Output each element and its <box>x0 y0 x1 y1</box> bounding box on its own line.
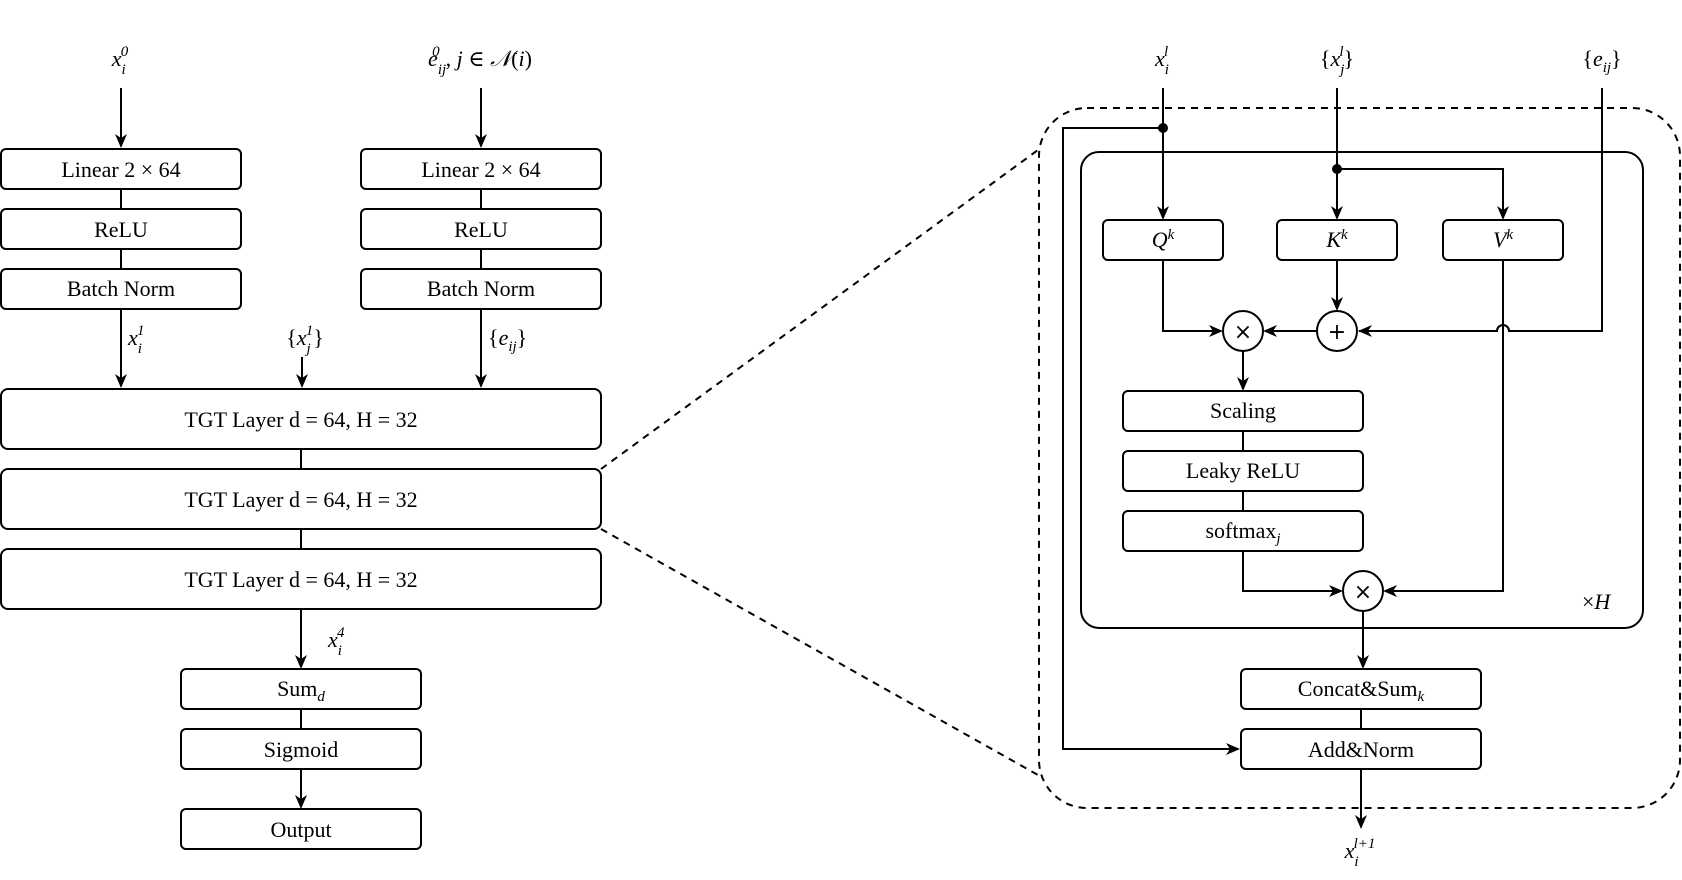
output-head: Sumd Sigmoid Output <box>180 668 422 850</box>
value-input-arrow <box>1337 168 1509 220</box>
softmax-label: softmaxj <box>1205 518 1280 547</box>
query-label: Qk <box>1152 227 1175 252</box>
detail-edge-input-label: {eij} <box>1582 46 1621 76</box>
tgt-layer-2-label: TGT Layer d = 64, H = 32 <box>184 487 417 512</box>
sigmoid-label: Sigmoid <box>264 737 339 762</box>
detail-node-input-label: xil <box>1154 44 1169 78</box>
zoom-connector-top <box>600 149 1039 470</box>
node-input-label: xi0 <box>111 44 129 78</box>
node-encoder: Linear 2 × 64 ReLU Batch Norm <box>0 148 242 310</box>
sum-label: Sumd <box>277 676 325 705</box>
plus-symbol: + <box>1328 320 1346 345</box>
value-to-multiply-arrow <box>1383 260 1504 597</box>
node-batchnorm-label: Batch Norm <box>67 276 175 301</box>
output-label: Output <box>270 817 331 842</box>
neighbor-feature-label: {xj1} <box>286 323 324 357</box>
value-label: Vk <box>1493 227 1513 252</box>
edge-feature-label: {eij} <box>488 325 527 355</box>
node-feature-label: xi1 <box>127 323 144 357</box>
query-to-multiply-arrow <box>1162 260 1223 337</box>
zoom-connector-bottom <box>600 528 1039 776</box>
edge-batchnorm-label: Batch Norm <box>427 276 535 301</box>
multiply-symbol-1: × <box>1234 320 1252 345</box>
key-label: Kk <box>1325 227 1348 252</box>
edge-relu-label: ReLU <box>454 217 508 242</box>
tgt-output-label: xi4 <box>327 625 345 659</box>
tgt-layer-3-label: TGT Layer d = 64, H = 32 <box>184 567 417 592</box>
node-relu-label: ReLU <box>94 217 148 242</box>
layer-output-label: xil+1 <box>1344 836 1376 870</box>
leaky-relu-label: Leaky ReLU <box>1186 458 1300 483</box>
scaling-label: Scaling <box>1210 398 1276 423</box>
softmax-to-multiply-arrow <box>1242 551 1343 597</box>
concat-sum-label: Concat&Sumk <box>1298 676 1425 705</box>
add-norm-label: Add&Norm <box>1308 737 1414 762</box>
tgt-layer-stack: TGT Layer d = 64, H = 32 TGT Layer d = 6… <box>0 388 602 610</box>
detail-neighbor-input-label: {xjl} <box>1320 44 1354 78</box>
head-count-label: ×H <box>1582 589 1611 614</box>
edge-linear-label: Linear 2 × 64 <box>421 157 540 182</box>
edge-encoder: Linear 2 × 64 ReLU Batch Norm <box>360 148 602 310</box>
edge-input-label: eij0, j ∈ 𝒩(i) <box>428 44 532 78</box>
output-box <box>180 808 422 850</box>
tgt-layer-1-label: TGT Layer d = 64, H = 32 <box>184 407 417 432</box>
multiply-symbol-2: × <box>1354 580 1372 605</box>
residual-connection <box>1062 127 1240 755</box>
node-linear-label: Linear 2 × 64 <box>61 157 180 182</box>
